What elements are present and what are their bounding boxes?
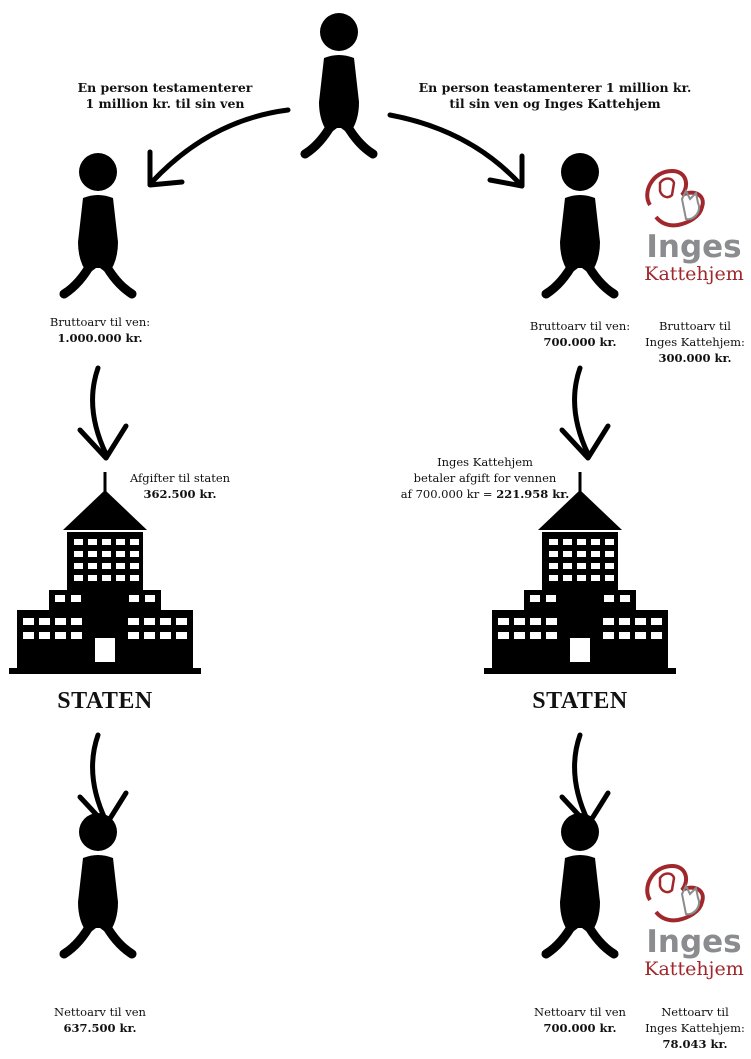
left-net-label: Nettoarv til ven	[54, 1005, 146, 1019]
right-net-charity-label-1: Nettoarv til	[661, 1005, 729, 1019]
left-state-label: STATEN	[57, 688, 153, 714]
left-net-heir-figure	[64, 813, 132, 954]
right-arrow-to-state	[562, 368, 608, 458]
left-arrow-to-state	[80, 368, 126, 458]
right-gross-friend: Bruttoarv til ven: 700.000 kr.	[510, 318, 650, 350]
right-heir-figure	[546, 153, 614, 294]
right-tax-paid-by-charity: Inges Kattehjem betaler afgift for venne…	[380, 454, 590, 502]
left-caption-line2: 1 million kr. til sin ven	[85, 96, 245, 111]
left-scenario-caption: En person testamenterer 1 million kr. ti…	[40, 80, 290, 112]
left-arrow-to-net	[80, 735, 126, 825]
svg-text:Kattehjem: Kattehjem	[644, 263, 743, 285]
svg-text:Inges: Inges	[646, 924, 741, 960]
svg-text:Inges: Inges	[646, 229, 741, 265]
left-net-inheritance: Nettoarv til ven 637.500 kr.	[30, 1004, 170, 1036]
right-gross-charity-value: 300.000 kr.	[658, 351, 732, 365]
left-state-building-icon	[7, 470, 203, 676]
arrow-to-right-heir	[387, 112, 525, 189]
right-gross-friend-value: 700.000 kr.	[543, 335, 617, 349]
right-caption-line2: til sin ven og Inges Kattehjem	[449, 96, 661, 111]
svg-text:Kattehjem: Kattehjem	[644, 958, 743, 980]
left-net-value: 637.500 kr.	[63, 1021, 137, 1035]
right-caption-line1: En person teastamenterer 1 million kr.	[418, 80, 692, 95]
right-net-charity-label-2: Inges Kattehjem:	[645, 1021, 745, 1035]
left-gross-value: 1.000.000 kr.	[57, 331, 143, 345]
right-gross-friend-label: Bruttoarv til ven:	[529, 319, 631, 333]
right-arrow-to-net	[562, 735, 608, 825]
right-gross-charity-label-2: Inges Kattehjem:	[645, 335, 745, 349]
left-gross-inheritance: Bruttoarv til ven: 1.000.000 kr.	[30, 314, 170, 346]
right-gross-charity: Bruttoarv til Inges Kattehjem: 300.000 k…	[640, 318, 750, 366]
right-net-charity-value: 78.043 kr.	[662, 1037, 728, 1051]
inges-kattehjem-logo-top: Inges Kattehjem	[644, 169, 744, 285]
left-caption-line1: En person testamenterer	[77, 80, 253, 95]
right-state-building-icon	[482, 470, 678, 676]
right-state-label: STATEN	[532, 688, 628, 714]
right-net-friend-value: 700.000 kr.	[543, 1021, 617, 1035]
left-gross-label: Bruttoarv til ven:	[49, 315, 151, 329]
right-tax-line3-prefix: af 700.000 kr =	[400, 487, 497, 501]
right-net-charity: Nettoarv til Inges Kattehjem: 78.043 kr.	[640, 1004, 750, 1052]
right-net-heir-figure	[546, 813, 614, 954]
inges-kattehjem-logo-bottom: Inges Kattehjem	[644, 864, 744, 980]
right-gross-charity-label-1: Bruttoarv til	[658, 319, 731, 333]
right-tax-value: 221.958 kr.	[496, 487, 570, 501]
left-tax-value: 362.500 kr.	[143, 487, 217, 501]
right-scenario-caption: En person teastamenterer 1 million kr. t…	[395, 80, 715, 112]
right-tax-line2: betaler afgift for vennen	[413, 471, 557, 485]
right-tax-line1: Inges Kattehjem	[437, 455, 533, 469]
right-net-friend-label: Nettoarv til ven	[534, 1005, 626, 1019]
left-tax-to-state: Afgifter til staten 362.500 kr.	[100, 470, 260, 502]
left-tax-label: Afgifter til staten	[129, 471, 231, 485]
left-heir-figure	[64, 153, 132, 294]
arrow-to-left-heir	[147, 107, 291, 188]
right-net-friend: Nettoarv til ven 700.000 kr.	[510, 1004, 650, 1036]
testator-figure	[305, 13, 373, 154]
